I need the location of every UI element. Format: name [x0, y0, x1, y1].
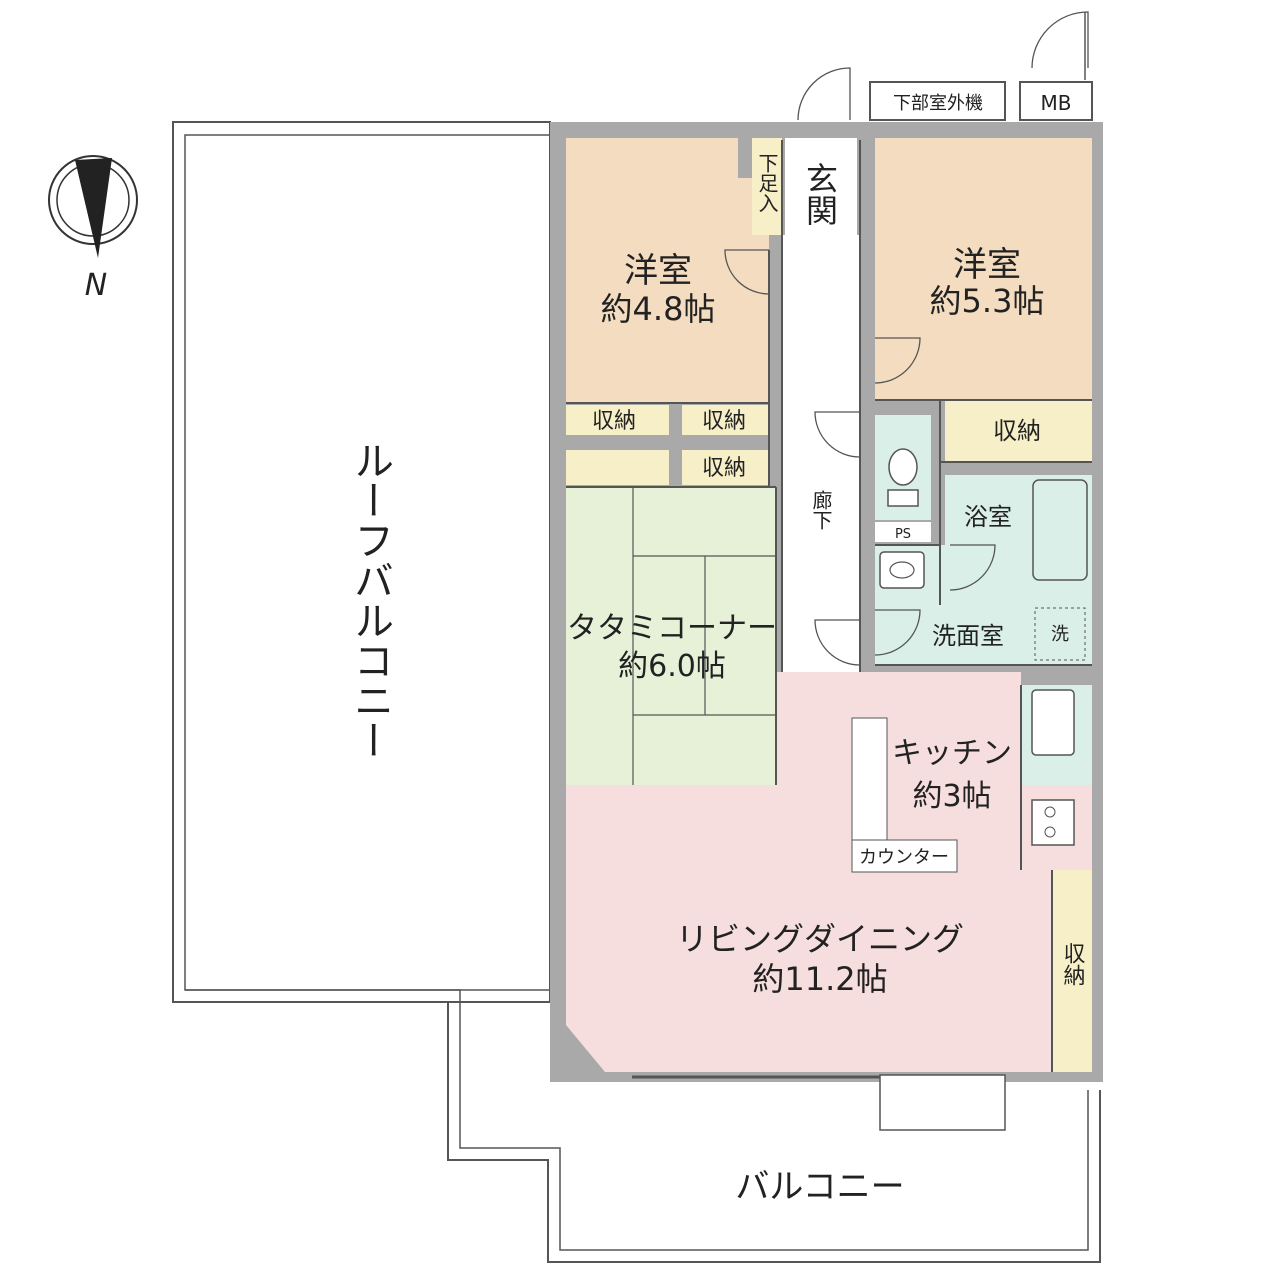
washer-label: 洗 — [1051, 624, 1069, 645]
ps-label: PS — [895, 527, 911, 542]
living-name: リビングダイニング — [676, 920, 964, 958]
door-swings — [724, 11, 1089, 666]
storage-1-label: 収納 — [592, 409, 636, 434]
storage-6-floor — [1052, 870, 1092, 1072]
western-room-2-name: 洋室 — [953, 245, 1021, 285]
washroom-label: 洗面室 — [932, 622, 1004, 650]
living-size: 約11.2帖 — [752, 960, 887, 998]
storage-3-label: 収納 — [702, 456, 746, 481]
tatami-name: タタミコーナー — [567, 611, 777, 646]
storage-4-floor — [682, 450, 769, 485]
balcony-label: バルコニー — [735, 1167, 904, 1207]
shoe-closet-label: 下足入 — [755, 153, 779, 213]
wash-basin-bowl — [889, 561, 915, 579]
storage-1-floor — [566, 405, 669, 435]
kitchen-stove — [1031, 799, 1075, 846]
storage-5-floor — [945, 400, 1092, 462]
wash-basin — [879, 551, 925, 589]
meter-box-label: MB — [1041, 91, 1072, 115]
stove-burner-1 — [1044, 806, 1056, 818]
shoe-closet-floor — [752, 138, 782, 235]
entrance-floor — [785, 138, 857, 235]
compass-north-label: N — [85, 268, 107, 303]
balcony-inner-outline — [185, 989, 1089, 1251]
storage-2-label: 収納 — [702, 409, 746, 434]
western-room-1-floor — [566, 178, 769, 403]
living-floor — [566, 785, 1092, 1072]
western-room-1-floor-top — [566, 138, 738, 183]
kitchen-sink — [1031, 689, 1075, 756]
storage-3-floor — [566, 450, 669, 485]
tatami-grid — [632, 487, 776, 785]
tatami-floor — [566, 487, 776, 785]
tatami-size: 約6.0帖 — [618, 649, 726, 684]
western-room-2-floor — [875, 138, 1092, 400]
outdoor-unit-label: 下部室外機 — [893, 93, 983, 114]
bay-window — [879, 1074, 1006, 1131]
bathtub — [1032, 479, 1088, 581]
western-room-1-name: 洋室 — [624, 251, 692, 291]
storage-4-label: 収納 — [993, 417, 1041, 445]
storage-2-floor — [682, 405, 769, 435]
western-room-2-size: 約5.3帖 — [930, 282, 1045, 320]
compass-icon — [48, 155, 138, 258]
storage-5-label: 収納 — [1060, 942, 1086, 986]
kitchen-name: キッチン — [892, 736, 1012, 771]
living-floor-top — [776, 672, 1021, 785]
counter-label: カウンター — [859, 847, 949, 868]
washer-space — [1034, 607, 1086, 661]
outdoor-unit-box — [869, 81, 1006, 121]
kitchen-size: 約3帖 — [912, 779, 991, 814]
entrance-label: 玄関 — [801, 162, 839, 226]
western-room-1-size: 約4.8帖 — [601, 290, 716, 328]
counter-label-box — [851, 839, 958, 873]
ps-floor — [875, 522, 931, 542]
stove-burner-2 — [1044, 826, 1056, 838]
bathroom-label: 浴室 — [964, 503, 1012, 531]
balcony-outline — [173, 1001, 1101, 1263]
toilet-fixture — [887, 448, 919, 507]
meter-box — [1019, 81, 1093, 121]
roof-balcony-label: ルーフバルコニー — [347, 440, 393, 760]
hallway-label: 廊下 — [809, 490, 833, 530]
interior-walls — [566, 140, 1092, 1072]
